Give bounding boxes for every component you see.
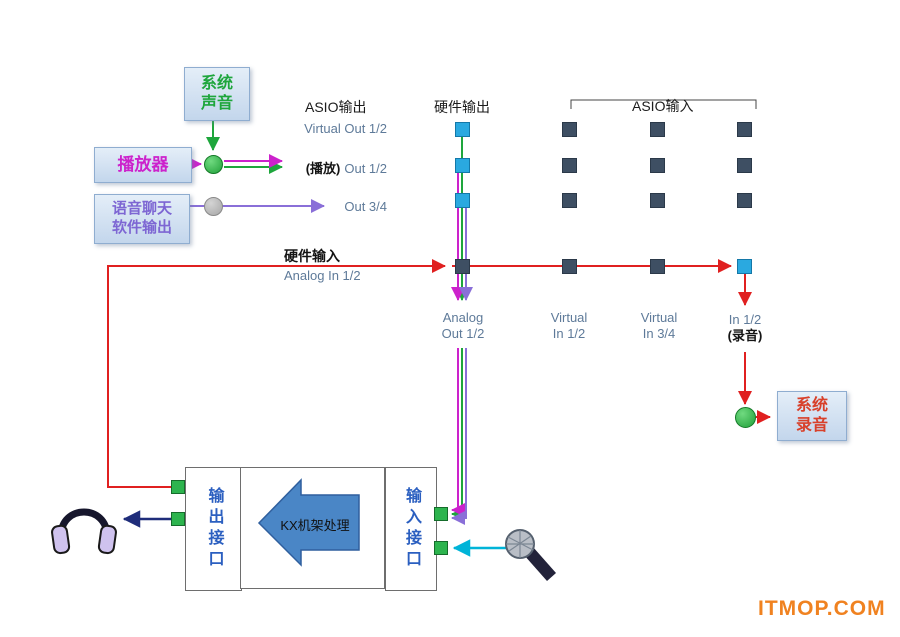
microphone-icon	[500, 524, 562, 591]
voice-chat-line1: 语音聊天	[111, 200, 172, 218]
matrix-cell-r3-c2	[562, 193, 577, 208]
col-label-virtual-in-12-line2: In 1/2	[552, 326, 586, 341]
mix-node-voicechat	[204, 197, 223, 216]
matrix-cell-r1-c3	[650, 122, 665, 137]
row-label-out-12-prefix: (播放)	[305, 161, 341, 176]
processor-box: KX机架处理	[240, 467, 385, 589]
matrix-cell-r2-c1	[455, 158, 470, 173]
matrix-cell-r3-c1	[455, 193, 470, 208]
header-asio-out: ASIO输出	[305, 99, 367, 115]
input-port-label: 输入接口	[403, 487, 420, 571]
matrix-cell-r2-c3	[650, 158, 665, 173]
row-label-virtual-out-12: Virtual Out 1/2	[304, 121, 387, 136]
input-port-box: 输入接口	[385, 467, 437, 591]
system-record-box: 系统 录音	[777, 391, 847, 441]
row-label-out-34: Out 3/4	[344, 199, 387, 214]
matrix-cell-r3-c3	[650, 193, 665, 208]
matrix-cell-r4-c2	[562, 259, 577, 274]
matrix-cell-r2-c2	[562, 158, 577, 173]
col-label-virtual-in-34-line2: In 3/4	[642, 326, 676, 341]
system-sound-box: 系统 声音	[184, 67, 250, 121]
mix-node-playback	[204, 155, 223, 174]
header-asio-in: ASIO输入	[632, 98, 694, 114]
col-label-analog-out-line1: Analog	[442, 310, 484, 325]
col-label-virtual-in-34: Virtual In 3/4	[629, 310, 689, 342]
record-node	[735, 407, 756, 428]
input-port-connector-2	[434, 541, 448, 555]
matrix-cell-r4-c3	[650, 259, 665, 274]
output-port-label: 输出接口	[205, 487, 223, 571]
col-label-virtual-in-12-line1: Virtual	[550, 310, 588, 325]
system-record-line2: 录音	[795, 417, 828, 434]
processor-label: KX机架处理	[280, 518, 350, 533]
voice-chat-box: 语音聊天 软件输出	[94, 194, 190, 244]
col-label-in-12-line2: (录音)	[727, 328, 763, 343]
row-label-analog-in-12: Analog In 1/2	[284, 268, 361, 283]
col-label-in-12-line1: In 1/2	[728, 312, 762, 327]
matrix-cell-r1-c4	[737, 122, 752, 137]
output-port-connector-2	[171, 512, 185, 526]
matrix-cell-r4-c1	[455, 259, 470, 274]
arrow-magenta-to-input-port	[451, 348, 465, 517]
output-port-box: 输出接口	[185, 467, 242, 591]
row-label-hw-in: 硬件输入	[284, 248, 340, 264]
col-label-analog-out: Analog Out 1/2	[433, 310, 493, 342]
player-box: 播放器	[94, 147, 192, 183]
row-label-out-12: (播放)Out 1/2	[280, 158, 387, 178]
player-label: 播放器	[117, 155, 169, 175]
matrix-cell-r4-c4	[737, 259, 752, 274]
watermark: ITMOP.COM	[758, 597, 886, 620]
col-label-in-12-record: In 1/2 (录音)	[715, 312, 775, 344]
matrix-cell-r2-c4	[737, 158, 752, 173]
headphones-icon	[48, 486, 120, 565]
matrix-cell-r1-c2	[562, 122, 577, 137]
voice-chat-line2: 软件输出	[111, 219, 172, 236]
matrix-cell-r3-c4	[737, 193, 752, 208]
asio-in-bracket	[570, 99, 757, 109]
left-arrow-icon	[257, 478, 360, 567]
matrix-cell-r1-c1	[455, 122, 470, 137]
row-label-out-12-text: Out 1/2	[344, 161, 387, 176]
output-port-connector-1	[171, 480, 185, 494]
col-label-virtual-in-12: Virtual In 1/2	[539, 310, 599, 342]
header-hw-out: 硬件输出	[434, 99, 490, 115]
col-label-analog-out-line2: Out 1/2	[441, 326, 485, 341]
system-sound-line1: 系统	[200, 75, 233, 92]
system-record-line1: 系统	[795, 397, 828, 414]
arrow-purple-to-input-port	[451, 348, 467, 525]
col-label-virtual-in-34-line1: Virtual	[640, 310, 678, 325]
system-sound-line2: 声音	[200, 95, 233, 112]
input-port-connector-1	[434, 507, 448, 521]
arrow-output-port-to-analog-in	[107, 259, 446, 488]
